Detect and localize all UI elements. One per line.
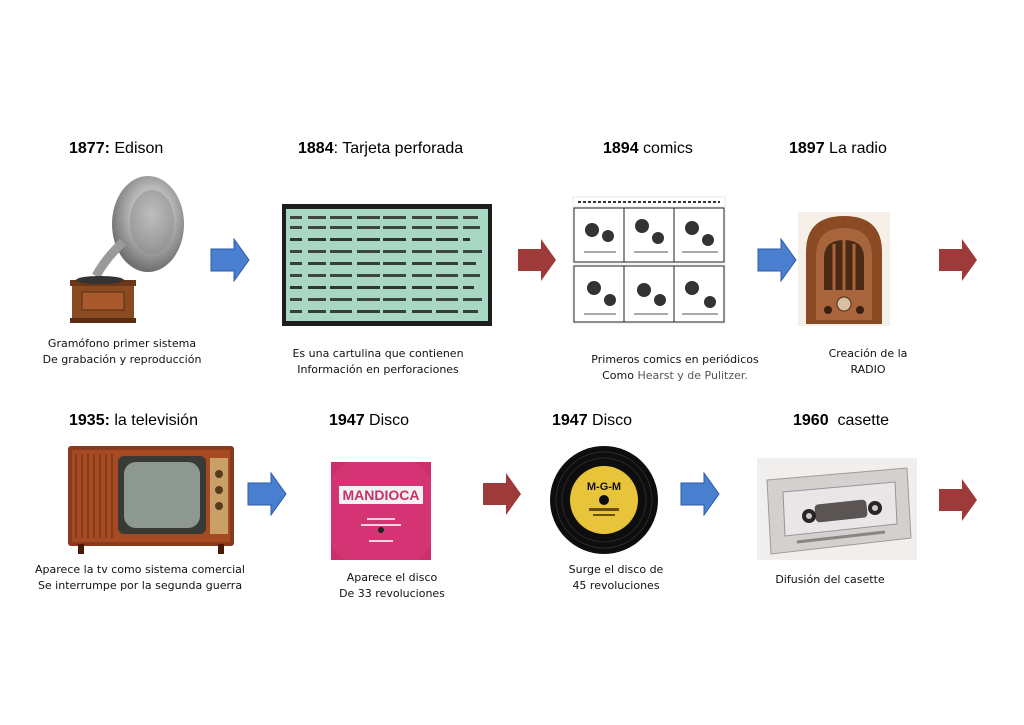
title-1884: 1884: Tarjeta perforada: [298, 140, 464, 157]
red-arrow-right-icon: [517, 238, 557, 282]
record-label-text: MANDIOCA: [343, 487, 420, 503]
blue-arrow-right-icon: [757, 238, 797, 282]
comic-strip-image: [572, 196, 726, 324]
title-1960: 1960 casette: [793, 412, 890, 429]
blue-arrow-right-icon: [247, 472, 287, 516]
title-1877: 1877: Edison: [69, 140, 164, 157]
red-arrow-right-icon: [938, 238, 978, 282]
caption-1960: Difusión del casette: [775, 573, 885, 586]
gramophone-image: [68, 172, 188, 327]
red-arrow-right-icon: [938, 478, 978, 522]
red-arrow-right-icon: [482, 472, 522, 516]
television-image: [68, 444, 236, 556]
title-1935: 1935: la televisión: [69, 412, 198, 429]
record-label-image: MANDIOCA: [331, 462, 431, 560]
title-1897: 1897 La radio: [789, 140, 887, 157]
title-1947-33rpm: 1947 Disco: [329, 412, 410, 429]
blue-arrow-right-icon: [680, 472, 720, 516]
caption-1894: Primeros comics en periódicos Como Hears…: [591, 353, 759, 382]
vinyl-record-image: M-G-M: [549, 444, 659, 556]
cassette-image: [757, 458, 917, 560]
punch-card-image: [282, 204, 492, 326]
title-1894: 1894 comics: [603, 140, 693, 157]
title-1947-45rpm: 1947 Disco: [552, 412, 633, 429]
cathedral-radio-image: [798, 212, 890, 326]
vinyl-label-text: M-G-M: [587, 481, 621, 493]
blue-arrow-right-icon: [210, 238, 250, 282]
